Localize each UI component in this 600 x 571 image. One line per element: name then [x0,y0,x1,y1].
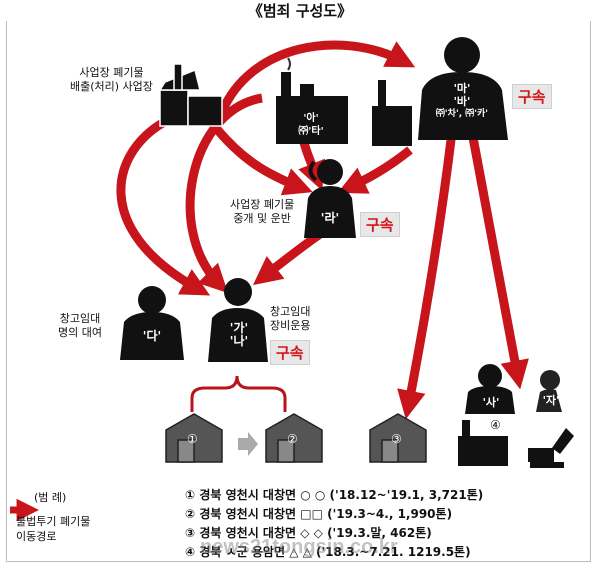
legend-heading: (범 례) [34,491,67,504]
location-row-1: ① 경북 영천시 대창면 ○ ○ ('18.12~'19.1, 3,721톤) [185,486,483,503]
broker-label-line1: 사업장 폐기물 [230,198,295,211]
location-3-place: 경북 영천시 대창면 [199,526,297,540]
watermark: news21tongsin.co.kr [200,536,398,558]
cha-ka-label: ㈜'차', ㈜'카' [435,109,489,119]
ga-na-silhouette [208,278,268,362]
arrow-ma-to-site3 [397,131,457,420]
ma-ba-silhouette [372,37,508,146]
site-number-1: ① [187,432,198,446]
arrow-factory-to-gana [116,116,211,296]
warehouse-lender-label-line1: 창고임대 [59,312,101,325]
sa-silhouette [465,364,515,414]
location-4-place: 경북 ㅅ군 용암면 [199,545,285,559]
distribution-bracket [190,375,287,412]
site-number-2: ② [287,432,298,446]
arrow-ma-to-sa [467,131,529,390]
legend-item: 불법투기 폐기물 이동경로 [16,514,90,544]
site-number-4: ④ [490,418,501,432]
arrest-badge-gana: 구속 [270,340,310,365]
location-row-2: ② 경북 영천시 대창면 □□ ('19.3~4., 1,990톤) [185,505,452,522]
discharger-factory-icon [158,63,223,127]
a-label: '아' [303,113,319,124]
warehouse-1-icon [165,413,223,463]
site4-factory-icon [458,420,508,466]
a-ta-figure-label: '아' ㈜'타' [286,112,336,138]
da-silhouette [120,286,184,360]
broker-label: 사업장 폐기물 중개 및 운반 [230,198,294,226]
ga-label: '가' [229,321,249,335]
location-4-period: ('18.3.~7.21. 1219.5톤) [316,545,471,559]
location-3-num: ③ [185,526,196,540]
location-4-num: ④ [185,545,196,559]
equipment-label-line1: 창고임대 [270,305,311,318]
sa-label: '사' [482,396,500,409]
location-row-3: ③ 경북 영천시 대창면 ◇ ◇ ('19.3.말, 462톤) [185,524,432,541]
site-number-3: ③ [391,432,402,446]
equipment-label-line2: 장비운용 [270,319,311,332]
arrow-ata-to-gana [185,93,263,294]
ma-ba-figure-label: '마' '바' ㈜'차', ㈜'카' [432,82,492,121]
ga-na-figure-label: '가' '나' [222,322,256,348]
location-2-mark: □□ [300,507,323,521]
warehouse-3-icon [369,413,427,463]
title-text: 《범죄 구성도》 [241,2,359,20]
location-row-4: ④ 경북 ㅅ군 용암면 △ △ ('18.3.~7.21. 1219.5톤) [185,543,471,560]
ja-label: '자' [542,394,560,407]
arrest-badge-ma: 구속 [512,84,552,109]
na-label: '나' [229,334,249,348]
ba-label: '바' [453,95,471,108]
ja-silhouette [536,370,562,412]
arrow-ma-to-ra [337,146,413,194]
da-label: '다' [142,329,162,343]
waste-flow-arrows [116,40,529,420]
location-3-mark: ◇ ◇ [300,526,323,540]
excavator-icon [528,428,574,468]
discharger-label: 사업장 폐기물 배출(처리) 사업장 [70,66,153,94]
discharger-label-line2: 배출(처리) 사업장 [70,80,153,93]
location-2-num: ② [185,507,196,521]
location-2-period: ('19.3~4., 1,990톤) [327,507,453,521]
warehouse-2-icon [265,413,323,463]
gray-arrow-icon [238,432,258,456]
location-1-num: ① [185,488,196,502]
location-1-period: ('18.12~'19.1, 3,721톤) [329,488,484,502]
location-2-place: 경북 영천시 대창면 [199,507,297,521]
ra-label: '라' [320,211,340,225]
warehouse-lender-label: 창고임대 명의 대여 [58,312,102,340]
arrow-plant-to-ma [217,40,416,114]
location-1-place: 경북 영천시 대창면 [199,488,297,502]
equipment-label: 창고임대 장비운용 [270,305,310,333]
discharger-label-line1: 사업장 폐기물 [79,66,144,79]
warehouse-icons [165,413,427,463]
ra-silhouette [304,159,356,238]
location-3-period: ('19.3.말, 462톤) [327,526,432,540]
legend-item-line2: 이동경로 [16,530,57,543]
diagram-title: 《범죄 구성도》 [0,0,600,21]
arrest-badge-ra: 구속 [360,212,400,237]
ta-label: ㈜'타' [298,126,324,137]
location-4-mark: △ △ [289,545,312,559]
legend-item-line1: 불법투기 폐기물 [16,515,91,528]
ma-label: '마' [453,82,471,95]
location-1-mark: ○ ○ [300,488,326,502]
warehouse-lender-label-line2: 명의 대여 [58,326,102,339]
ata-factory-icon [276,57,348,144]
broker-label-line2: 중개 및 운반 [233,212,291,225]
